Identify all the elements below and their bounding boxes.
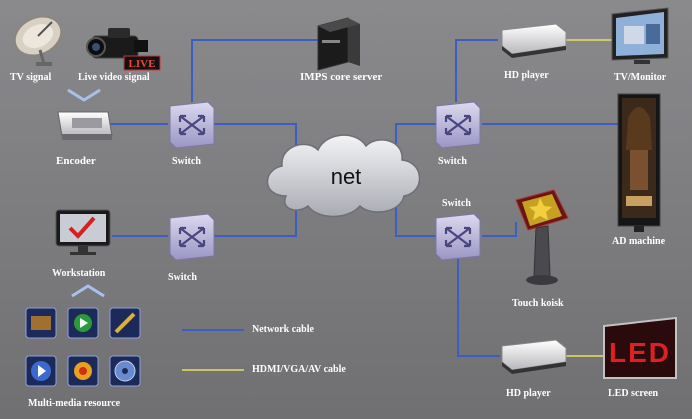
svg-text:LED: LED [609, 337, 671, 368]
switch-label-4: Switch [442, 198, 471, 209]
hd-player-top-label: HD player [504, 70, 549, 81]
encoder-label: Encoder [56, 155, 96, 167]
touch-kiosk-icon [515, 189, 569, 285]
switch-label-2: Switch [168, 272, 197, 283]
ad-machine-label: AD machine [612, 236, 666, 247]
encoder-icon [57, 111, 113, 140]
hd-player-icon [501, 23, 567, 58]
legend-hdmi-label: HDMI/VGA/AV cable [252, 364, 346, 375]
tv-signal-label: TV signal [10, 72, 51, 83]
switch-icon [435, 101, 481, 149]
arrow-down-icon [67, 88, 101, 102]
cable-switch3-hdplayer [455, 39, 498, 102]
cable-switch2-net [214, 200, 297, 237]
switch-icon [435, 213, 481, 261]
imps-server-label: IMPS core server [300, 71, 382, 83]
touch-kiosk-label: Touch koisk [512, 298, 564, 309]
server-icon [317, 17, 360, 71]
led-screen-label: LED screen [608, 388, 659, 399]
switch-icon [169, 101, 215, 149]
multimedia-label: Multi-media resource [28, 398, 121, 409]
switch-label-1: Switch [172, 156, 201, 167]
cable-switch4-hdplayer [457, 258, 500, 357]
net-label: net [331, 164, 362, 189]
arrow-up-icon [71, 284, 105, 298]
satellite-dish-icon [14, 16, 62, 66]
multimedia-grid [25, 307, 141, 387]
cable-switch-server [191, 39, 318, 102]
media-player-icon [67, 307, 99, 339]
cable-net-switch4 [395, 205, 436, 237]
cable-switch4-kiosk [482, 222, 517, 237]
legend-network-label: Network cable [252, 324, 314, 335]
workstation-icon [55, 209, 111, 255]
switch-label-3: Switch [438, 156, 467, 167]
live-badge: LIVE [123, 55, 161, 71]
burst-icon [67, 355, 99, 387]
svg-text:LIVE: LIVE [129, 58, 156, 70]
disc-icon [109, 355, 141, 387]
led-screen-icon: LED [603, 316, 677, 379]
video-camera-icon [86, 28, 148, 59]
legend: Network cable HDMI/VGA/AV cable [182, 324, 346, 375]
film-icon [25, 307, 57, 339]
monitor-icon [611, 7, 669, 64]
tv-monitor-label: TV/Monitor [614, 72, 667, 83]
play-icon [25, 355, 57, 387]
workstation-label: Workstation [52, 268, 106, 279]
hdmi-cables [564, 39, 622, 357]
hd-player-bottom-label: HD player [506, 388, 551, 399]
cloud-icon [266, 134, 421, 218]
switch-icon [169, 213, 215, 261]
edit-icon [109, 307, 141, 339]
ad-machine-icon [617, 93, 661, 232]
hd-player-icon [501, 339, 567, 374]
live-video-label: Live video signal [78, 72, 150, 83]
